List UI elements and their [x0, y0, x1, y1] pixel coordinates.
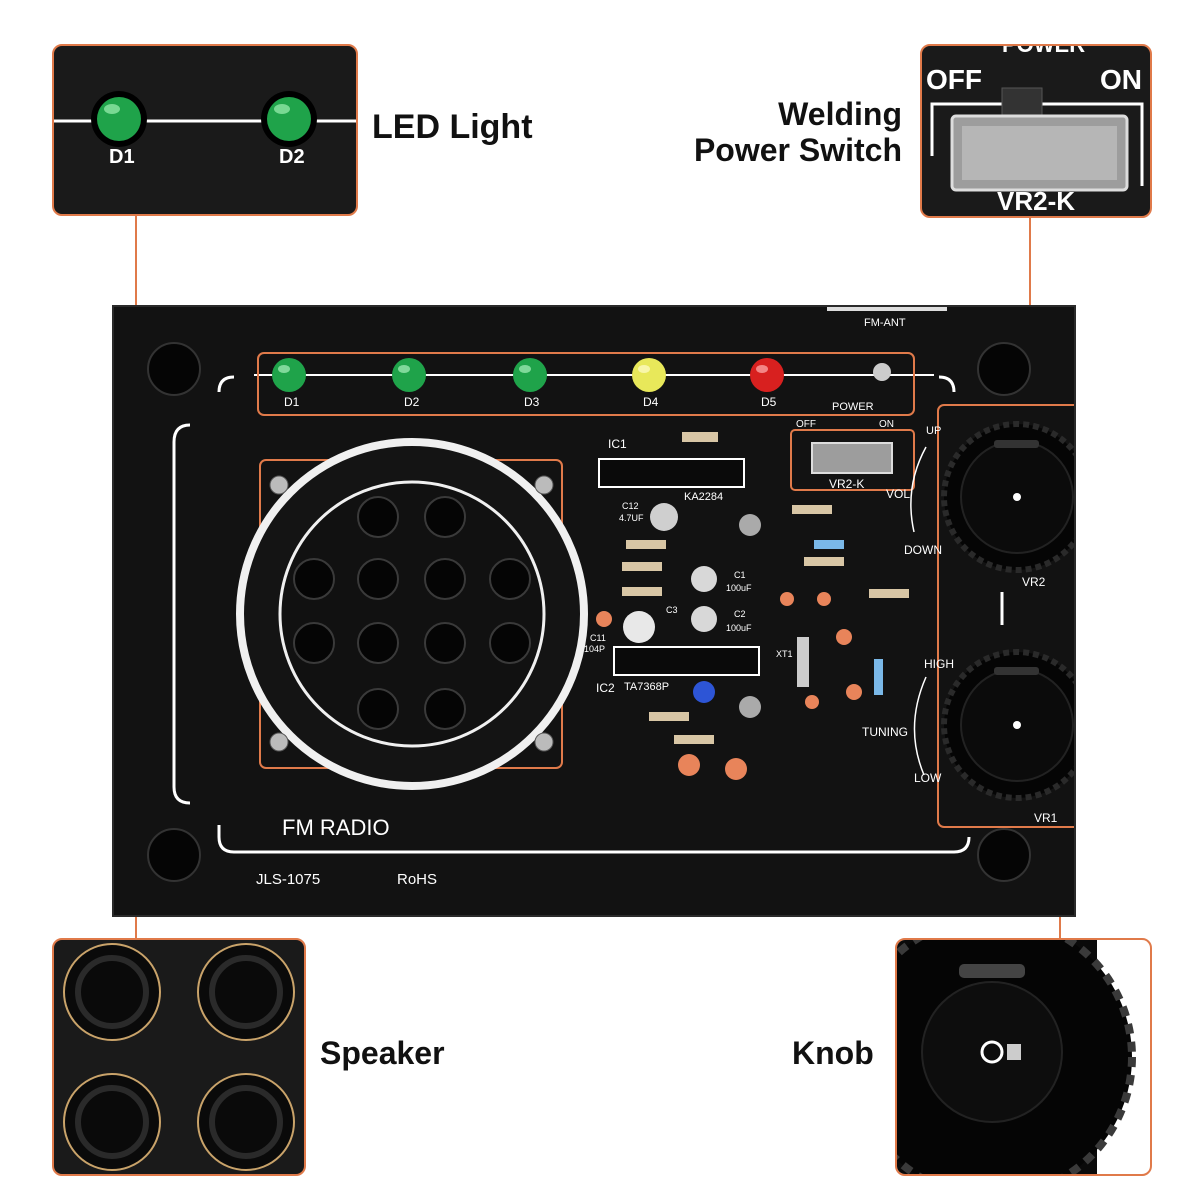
led-d1-label: D1: [109, 146, 135, 168]
c1-label: C1: [734, 570, 746, 580]
board-power-label: POWER: [832, 401, 874, 413]
xt1-label: XT1: [776, 649, 793, 659]
fm-ant-label: FM-ANT: [864, 317, 906, 329]
c2-value-label: 100uF: [726, 623, 752, 633]
knob-closeup: [897, 940, 1136, 1174]
board-leds: [272, 358, 891, 392]
switch-part-text: VR2-K: [997, 186, 1076, 216]
switch-closeup: [930, 87, 1144, 192]
ic2-label: IC2: [596, 681, 615, 695]
vr1-label: VR1: [1034, 811, 1058, 825]
radio-board: FM-ANT D1 D2 D3 D4 D5 POWER OFF ON VR2-K…: [112, 297, 1097, 917]
board-led-d1-label: D1: [284, 395, 300, 409]
ic2-chip-label: TA7368P: [624, 681, 670, 693]
c3-label: C3: [666, 605, 678, 615]
board-on-label: ON: [879, 419, 894, 430]
board-led-d3-label: D3: [524, 395, 540, 409]
c1-value-label: 100uF: [726, 583, 752, 593]
vol-up-label: UP: [926, 425, 942, 437]
led-closeup: [54, 91, 356, 147]
tuning-label: TUNING: [862, 725, 908, 739]
switch-power-text: POWER: [1002, 44, 1086, 57]
tuning-high-label: HIGH: [924, 657, 954, 671]
power-switch-callout: POWER OFF ON VR2-K: [920, 44, 1152, 218]
c2-label: C2: [734, 609, 746, 619]
speaker-label: Speaker: [320, 1035, 445, 1071]
led-light-callout: D1 D2: [52, 44, 358, 216]
model-number: JLS-1075: [256, 871, 321, 888]
speaker-closeup: [63, 943, 295, 1171]
vol-label: VOL: [886, 487, 911, 501]
c11-value-label: 104P: [584, 644, 606, 654]
welding-power-switch-label: Welding Power Switch: [680, 96, 902, 168]
c11-label: C11: [590, 633, 606, 643]
tuning-low-label: LOW: [914, 771, 942, 785]
rohs-label: RoHS: [397, 871, 438, 888]
welding-label-line1: Welding: [778, 96, 902, 132]
switch-on-text: ON: [1100, 64, 1142, 95]
board-switch-part-label: VR2-K: [829, 477, 865, 491]
switch-off-text: OFF: [926, 64, 982, 95]
speaker-callout: [52, 938, 306, 1176]
fm-radio-title: FM RADIO: [282, 815, 390, 840]
led-light-label: LED Light: [372, 108, 533, 146]
board-led-d4-label: D4: [643, 395, 659, 409]
board-graphics: [147, 297, 1097, 882]
led-d2-label: D2: [279, 146, 305, 168]
ic1-chip-label: KA2284: [684, 491, 724, 503]
board-led-d5-label: D5: [761, 395, 777, 409]
vol-down-label: DOWN: [904, 543, 942, 557]
c12-value-label: 4.7UF: [619, 513, 644, 523]
welding-label-line2: Power Switch: [693, 132, 902, 168]
c12-label: C12: [622, 501, 639, 511]
board-led-d2-label: D2: [404, 395, 420, 409]
knob-callout: [895, 938, 1152, 1176]
ic1-label: IC1: [608, 437, 627, 451]
knob-label: Knob: [792, 1035, 874, 1071]
vr2-label: VR2: [1022, 575, 1046, 589]
board-off-label: OFF: [796, 419, 816, 430]
